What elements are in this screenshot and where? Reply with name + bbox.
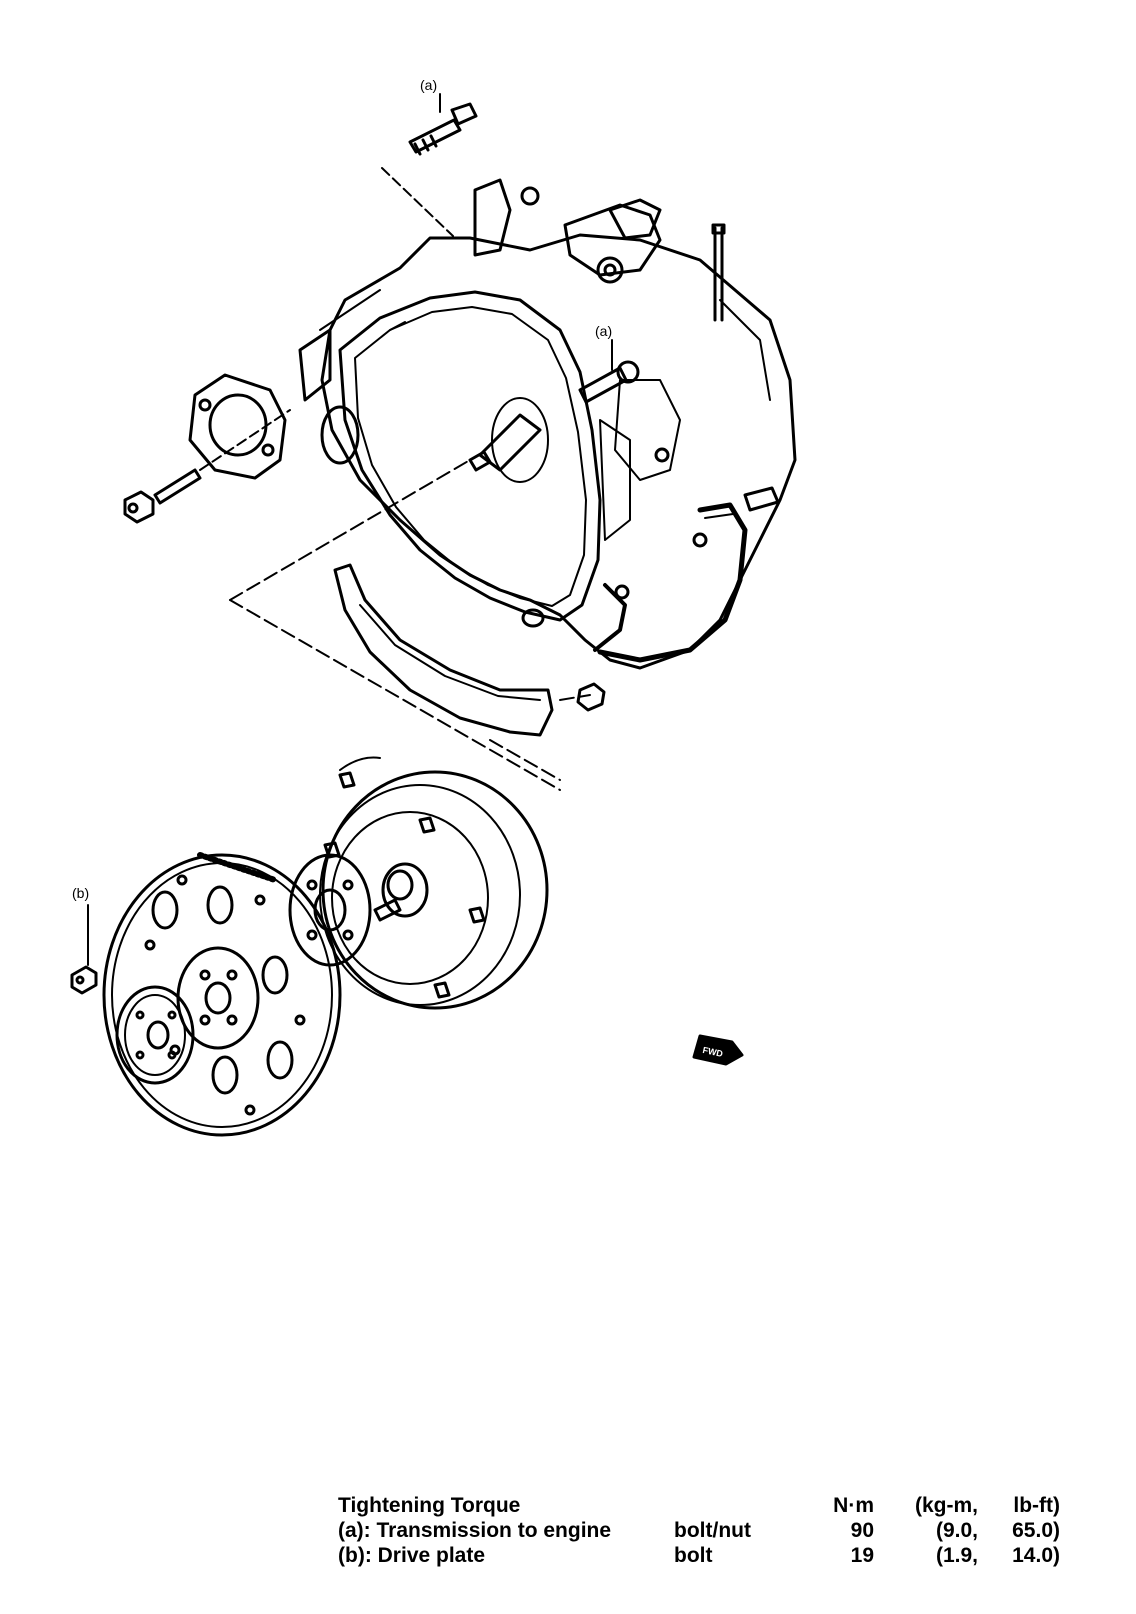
row-nm: 19 xyxy=(850,1544,874,1567)
fwd-arrow: FWD xyxy=(692,1034,744,1066)
unit-lbft: lb-ft) xyxy=(1013,1494,1060,1517)
row-type: bolt xyxy=(674,1544,713,1567)
unit-kgm: (kg-m, xyxy=(915,1494,978,1517)
dust-cover xyxy=(333,563,606,737)
crank-adapter xyxy=(115,985,195,1085)
fwd-label: FWD xyxy=(702,1045,725,1059)
alignment-lines xyxy=(229,459,591,791)
drive-plate xyxy=(102,852,342,1137)
row-label: (a): Transmission to engine xyxy=(338,1519,612,1542)
row-type: bolt/nut xyxy=(674,1519,751,1542)
side-bracket xyxy=(123,373,291,524)
middle-bolt xyxy=(578,339,640,404)
torque-header-row: Tightening Torque N·m (kg-m, lb-ft) xyxy=(338,1493,1060,1518)
row-kgm: (1.9, xyxy=(935,1544,978,1567)
torque-converter xyxy=(319,756,549,1010)
row-label: (b): Drive plate xyxy=(338,1544,486,1567)
transmission-case xyxy=(298,178,797,670)
drive-plate-bolt xyxy=(70,904,98,995)
callout-b: (b) xyxy=(72,885,90,901)
top-bolt xyxy=(381,93,478,237)
callout-a-top: (a) xyxy=(420,77,438,93)
spacer-disc xyxy=(288,853,372,967)
tightening-torque-table: Tightening Torque N·m (kg-m, lb-ft) (a):… xyxy=(338,1493,1060,1568)
torque-title: Tightening Torque xyxy=(338,1494,521,1517)
row-nm: 90 xyxy=(850,1519,874,1542)
table-row: (b): Drive plate bolt 19 (1.9, 14.0) xyxy=(338,1543,1060,1568)
callout-a-middle: (a) xyxy=(595,323,613,339)
row-lbft: 65.0) xyxy=(1012,1519,1060,1542)
row-lbft: 14.0) xyxy=(1012,1544,1060,1567)
row-kgm: (9.0, xyxy=(935,1519,978,1542)
unit-nm: N·m xyxy=(833,1494,874,1517)
table-row: (a): Transmission to engine bolt/nut 90 … xyxy=(338,1518,1060,1543)
